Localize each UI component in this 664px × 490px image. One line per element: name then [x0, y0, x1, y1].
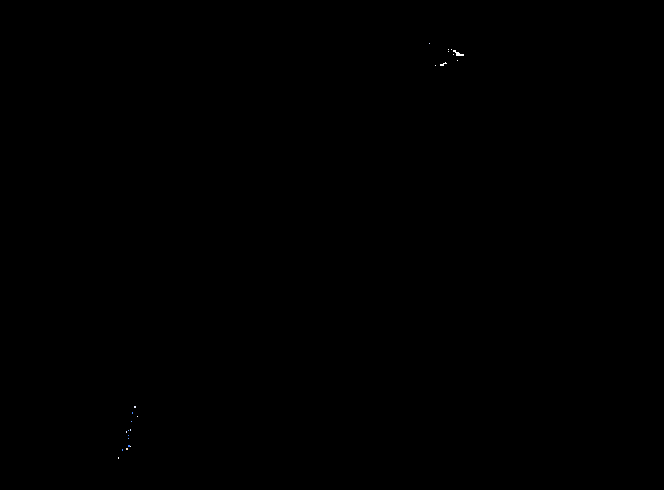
light-speck	[456, 53, 460, 54]
light-speck	[445, 62, 446, 63]
light-speck	[132, 412, 133, 414]
light-speck	[130, 429, 131, 431]
light-speck	[456, 54, 464, 56]
light-speck	[131, 421, 132, 422]
light-speck	[435, 65, 436, 66]
light-speck	[118, 457, 119, 459]
light-speck	[128, 435, 129, 436]
light-speck	[137, 416, 138, 417]
light-speck	[122, 449, 123, 451]
light-speck	[126, 448, 128, 450]
light-speck	[126, 431, 127, 433]
light-speck	[128, 430, 129, 431]
light-speck	[134, 406, 136, 408]
light-speck	[448, 51, 449, 52]
light-speck	[448, 49, 449, 50]
light-speck	[440, 64, 444, 66]
light-speck	[451, 49, 452, 50]
light-speck	[455, 52, 459, 53]
light-speck	[429, 43, 430, 44]
light-speck	[128, 438, 129, 439]
light-speck	[128, 445, 130, 447]
light-speck	[443, 63, 447, 64]
light-speck	[453, 50, 456, 52]
light-speck	[130, 446, 131, 447]
light-speck	[457, 60, 458, 61]
light-speck	[453, 54, 454, 55]
